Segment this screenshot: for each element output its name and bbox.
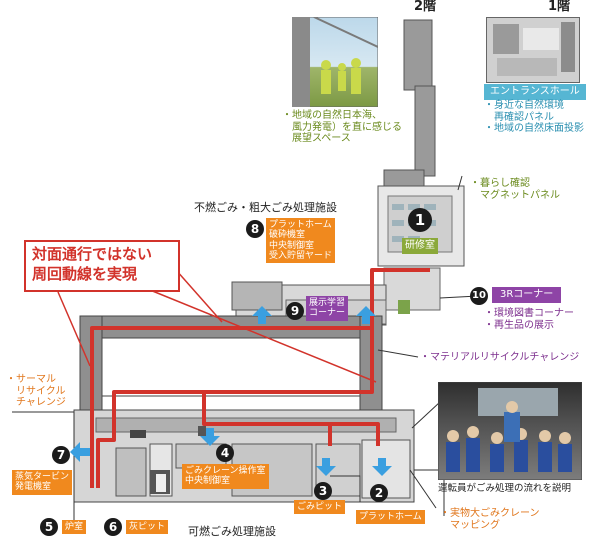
three-r-item: ・再生品の展示 [484, 319, 554, 331]
entrance-item: 再確認パネル [484, 111, 554, 123]
observation-space-text: ・地域の自然日本海、 風力発電）を直に感じる 展望スペース [282, 110, 402, 145]
station-6-number: 6 [104, 518, 122, 536]
entrance-item: ・地域の自然床面投影 [484, 123, 584, 134]
station-4-label: ごみクレーン操作室 中央制御室 [182, 464, 269, 489]
observation-line: ・地域の自然日本海、 [282, 110, 382, 121]
station-10-number: 10 [470, 287, 488, 305]
station-6-label: 灰ピット [126, 520, 169, 535]
entrance-item: ・身近な自然環境 [484, 100, 564, 111]
three-r-items: ・環境図書コーナー ・再生品の展示 [484, 308, 574, 331]
station-3-number: 3 [314, 482, 332, 500]
entrance-hall-title: エントランスホール [484, 84, 586, 100]
station-5-label: 炉室 [62, 520, 87, 535]
nonburnable-facility-title: 不燃ごみ・粗大ごみ処理施設 [194, 201, 337, 214]
observation-line: 展望スペース [282, 133, 351, 144]
station-1-number: 1 [408, 208, 432, 232]
thermal-line: リサイクル [6, 385, 66, 397]
magnet-line: マグネットパネル [470, 189, 560, 201]
floor2-label: 2階 [414, 0, 437, 14]
circulation-route [90, 268, 430, 488]
magnet-panel-text: ・暮らし確認 マグネットパネル [470, 178, 560, 201]
station-10-label: 3Rコーナー [492, 287, 562, 303]
flow-arrows [70, 306, 392, 476]
magnet-line: ・暮らし確認 [470, 178, 530, 189]
explanation-photo [438, 382, 582, 480]
station-7-number: 7 [52, 446, 70, 464]
tower-corridor [383, 19, 436, 191]
photo-caption: 運転員がごみ処理の流れを説明 [438, 483, 572, 494]
station-7-label: 蒸気タービン 発電機室 [12, 470, 73, 495]
observation-people-illustration [292, 17, 378, 107]
crane-line: マッピング [440, 519, 500, 531]
station-2-label: プラットホーム [356, 510, 425, 525]
circulation-callout: 対面通行ではない 周回動線を実現 [24, 240, 180, 292]
crane-mapping-text: ・実物大ごみクレーン マッピング [440, 508, 540, 531]
observation-line: 風力発電）を直に感じる [282, 121, 402, 133]
station-3-label: ごみピット [294, 500, 346, 515]
station-9-label: 展示学習 コーナー [306, 296, 349, 321]
entrance-hall-photo [486, 17, 580, 83]
circulation-callout-text: 対面通行ではない 周回動線を実現 [32, 245, 153, 283]
thermal-line: チャレンジ [6, 397, 66, 408]
station-4-number: 4 [216, 444, 234, 462]
entrance-hall-items: ・身近な自然環境 再確認パネル ・地域の自然床面投影 [484, 100, 584, 135]
burnable-facility-title: 可燃ごみ処理施設 [188, 525, 276, 538]
three-r-item: ・環境図書コーナー [484, 308, 574, 319]
station-8-number: 8 [246, 220, 264, 238]
material-recycle-label: ・マテリアルリサイクルチャレンジ [420, 352, 580, 363]
thermal-line: ・サーマル [6, 374, 56, 385]
station-2-number: 2 [370, 484, 388, 502]
station-9-number: 9 [286, 302, 304, 320]
callout-pointers [57, 269, 377, 383]
station-1-label: 研修室 [402, 238, 438, 254]
thermal-recycle-text: ・サーマル リサイクル チャレンジ [6, 374, 66, 409]
floor1-label: 1階 [548, 0, 571, 14]
observation-space-photo [292, 17, 378, 107]
station-8-label: プラットホーム 破砕機室 中央制御室 受入貯留ヤード [266, 218, 336, 264]
station-5-number: 5 [40, 518, 58, 536]
crane-line: ・実物大ごみクレーン [440, 508, 540, 519]
